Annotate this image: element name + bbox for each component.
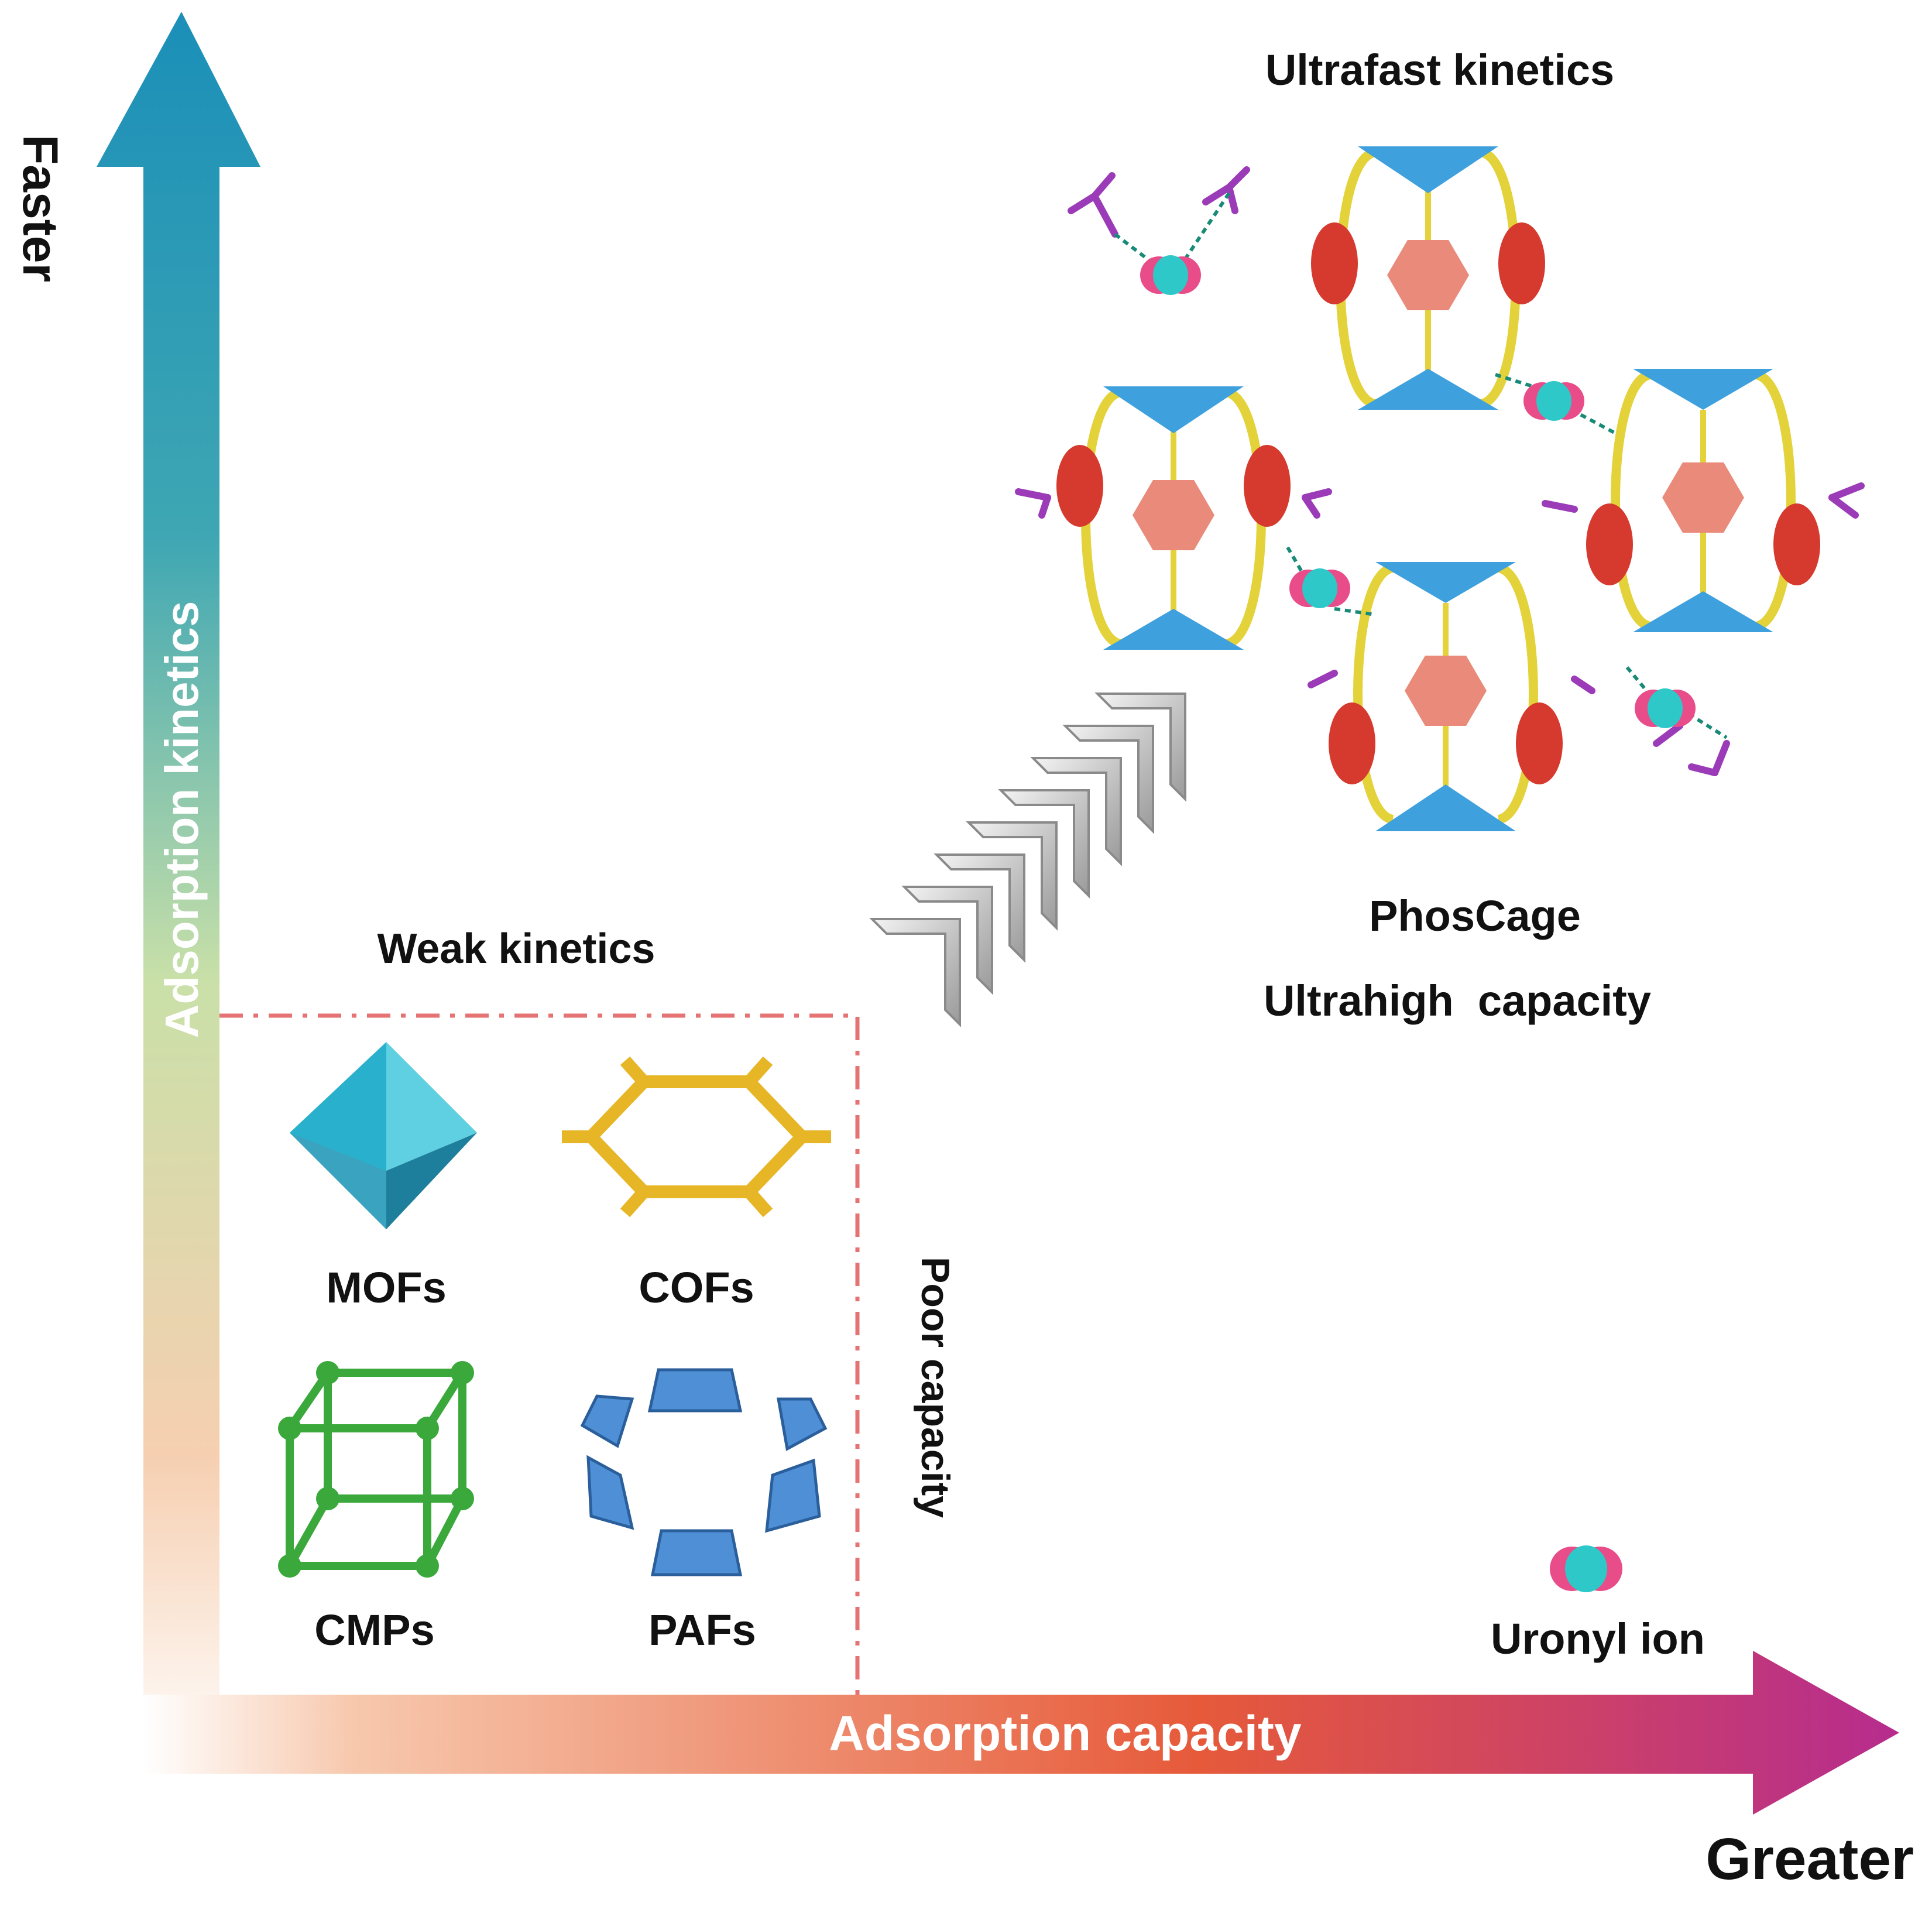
capacity-axis-arrow: [143, 1651, 1899, 1815]
strong-region-name: PhosCage: [1369, 892, 1581, 940]
y-axis-label: Adsorption kinetics: [156, 601, 208, 1038]
weak-region-border: [219, 1013, 860, 1695]
uranyl-legend-icon: [1550, 1545, 1622, 1592]
cage-unit: [1586, 369, 1820, 632]
hexagon-framework-icon: [562, 1056, 831, 1218]
cage-unit: [1329, 562, 1563, 831]
cofs-label: COFs: [639, 1263, 754, 1312]
y-axis-end-label: Faster: [13, 135, 68, 282]
kinetics-axis-arrow: [97, 12, 260, 1774]
pafs-label: PAFs: [648, 1606, 756, 1654]
cage-unit: [1311, 146, 1545, 410]
x-axis-label: Adsorption capacity: [829, 1706, 1302, 1761]
mofs-label: MOFs: [326, 1263, 447, 1312]
weak-region-side-label: Poor capacity: [913, 1257, 958, 1518]
x-axis-end-label: Greater: [1705, 1826, 1914, 1892]
progress-chevrons: [869, 693, 1186, 1027]
cmps-label: CMPs: [314, 1606, 435, 1654]
strong-region-title: Ultrafast kinetics: [1265, 46, 1614, 94]
weak-region-title: Weak kinetics: [378, 925, 656, 972]
uranyl-ions: [1140, 255, 1696, 728]
octahedron-icon: [290, 1042, 477, 1229]
cube-framework-icon: [278, 1361, 474, 1578]
strong-region-subtitle: Ultrahigh capacity: [1264, 976, 1651, 1025]
cage-unit: [1056, 386, 1291, 650]
ring-of-blocks-icon: [580, 1368, 828, 1576]
uranyl-legend-label: Uronyl ion: [1491, 1614, 1705, 1663]
phoscage-network: [1015, 146, 1865, 831]
